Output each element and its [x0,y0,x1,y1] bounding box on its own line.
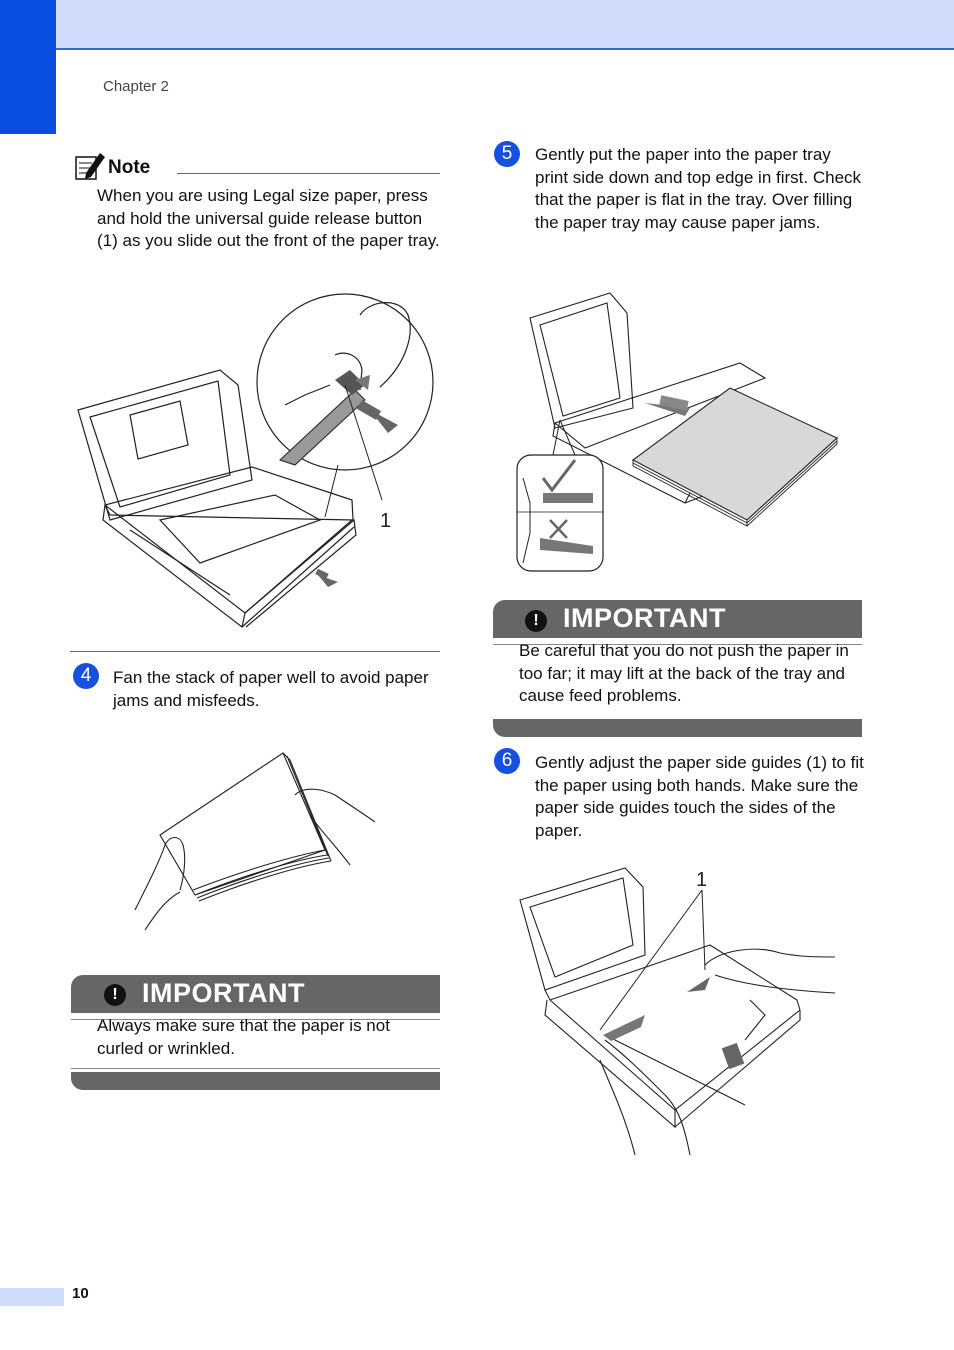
side-guides-figure: 1 [519,867,836,1156]
chapter-tab [0,0,56,134]
step-6-badge: 6 [494,748,520,774]
step-5-badge: 5 [494,141,520,167]
important-banner-1 [71,975,440,1013]
important-text-2: Be careful that you do not push the pape… [519,641,849,705]
step-6-text: Gently adjust the paper side guides (1) … [535,753,864,840]
load-paper-figure [516,292,838,572]
section-rule [70,651,440,652]
note-rule [177,173,440,174]
chapter-label: Chapter 2 [103,78,169,95]
exclamation-icon: ! [104,984,126,1006]
important-rule [493,644,862,645]
step-4-text: Fan the stack of paper well to avoid pap… [113,668,429,710]
important-title-2: IMPORTANT [563,603,726,633]
note-pencil-icon [75,153,105,180]
callout-number: 1 [380,510,391,532]
paper-tray-figure: 1 [77,293,434,629]
important-rule [71,1019,440,1020]
important-footer-1 [71,1072,440,1090]
important-banner-2 [493,600,862,638]
header-band [0,0,954,50]
page-number: 10 [72,1285,89,1302]
callout-number: 1 [696,869,707,891]
important-footer-2 [493,719,862,737]
exclamation-icon: ! [525,610,547,632]
step-4-badge: 4 [73,663,99,689]
step-5-text: Gently put the paper into the paper tray… [535,145,862,232]
note-text: When you are using Legal size paper, pre… [97,186,440,250]
important-text-1: Always make sure that the paper is not c… [97,1016,390,1058]
note-title: Note [108,157,151,178]
page-number-band [0,1288,64,1306]
important-rule [71,1068,440,1069]
important-title-1: IMPORTANT [142,978,305,1008]
fan-paper-figure [134,752,376,931]
